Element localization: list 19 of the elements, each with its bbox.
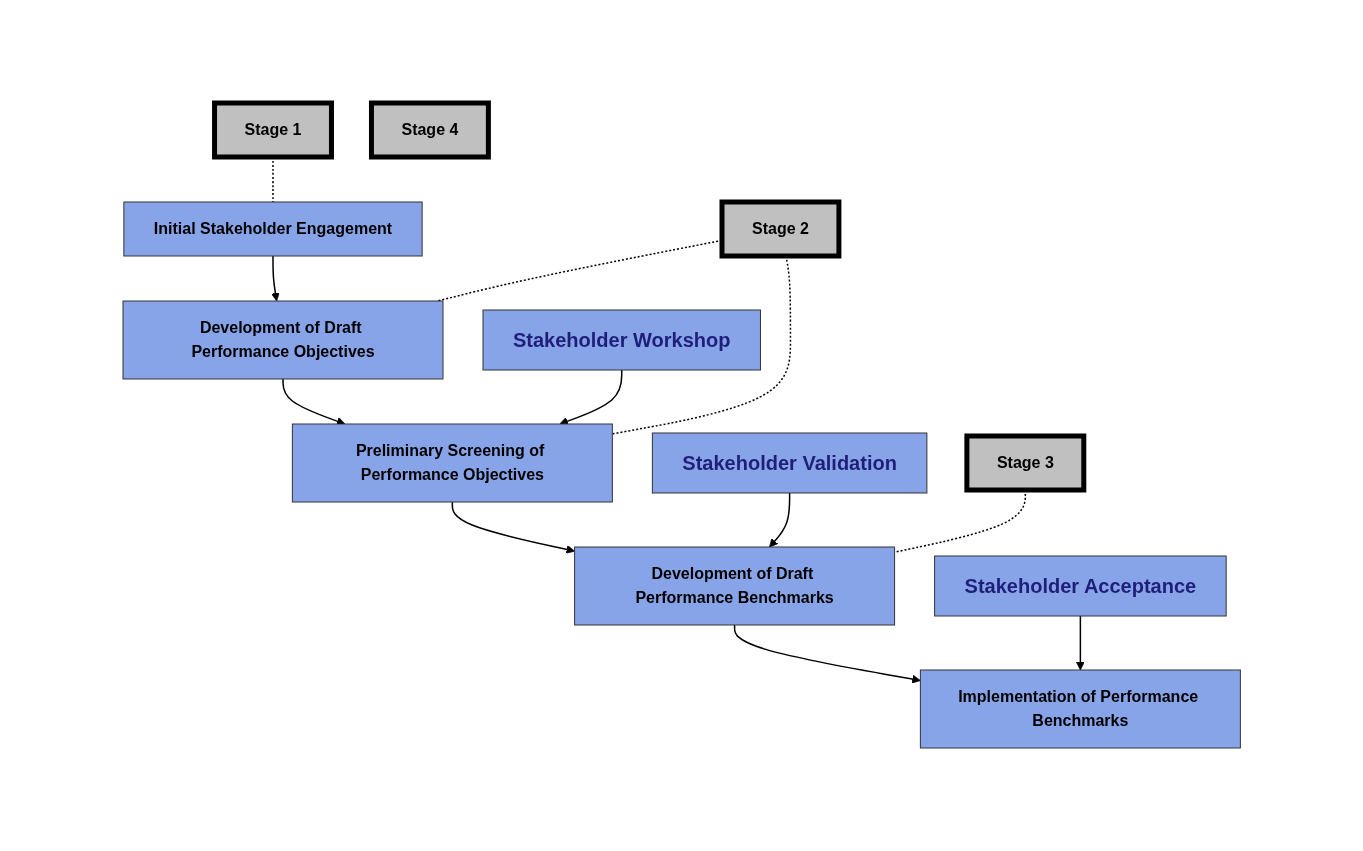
node-box: Stage 4 bbox=[368, 100, 491, 160]
node-box: Stakeholder Validation bbox=[651, 432, 928, 494]
node-box: Development of Draft Performance Objectives bbox=[122, 300, 444, 380]
arrow bbox=[282, 378, 346, 426]
node-box: Stage 2 bbox=[719, 199, 842, 259]
arrow bbox=[451, 501, 575, 554]
node-box: Stakeholder Workshop bbox=[482, 309, 761, 371]
arrow bbox=[559, 369, 623, 426]
node-box: Stakeholder Acceptance bbox=[933, 555, 1227, 617]
node-box: Stage 3 bbox=[964, 433, 1087, 493]
node-box: Stage 1 bbox=[211, 100, 334, 160]
arrow bbox=[768, 492, 791, 548]
arrow bbox=[1075, 615, 1085, 671]
node-box: Development of Draft Performance Benchmarks bbox=[573, 546, 895, 626]
node-box: Implementation of Performance Benchmarks bbox=[919, 669, 1241, 749]
arrow bbox=[270, 255, 280, 302]
node-box: Initial Stakeholder Engagement bbox=[123, 201, 423, 257]
arrow bbox=[733, 624, 921, 684]
node-box: Preliminary Screening of Performance Objectives bbox=[291, 423, 613, 503]
